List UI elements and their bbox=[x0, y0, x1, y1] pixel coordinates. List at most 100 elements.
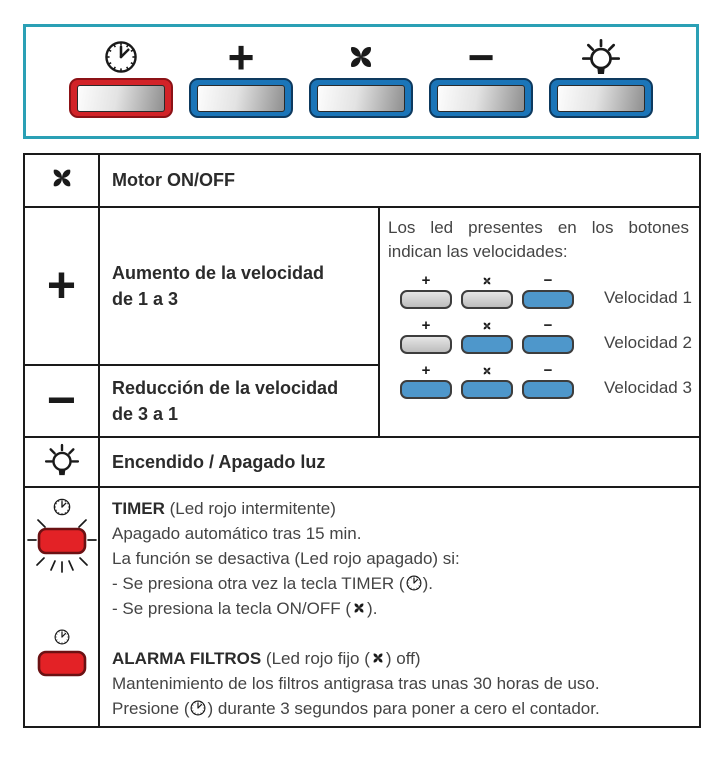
plus-icon: + bbox=[46, 256, 77, 313]
timer-title-line: TIMER (Led rojo intermitente) bbox=[112, 496, 689, 521]
decrease-label-line2: de 3 a 1 bbox=[112, 404, 179, 424]
light-bulb-icon bbox=[45, 443, 79, 477]
bullet-timer-pre: - Se presiona otra vez la tecla TIMER ( bbox=[112, 574, 405, 593]
motor-label-cell: Motor ON/OFF bbox=[97, 153, 702, 208]
timer-deactivate-line: La función se desactiva (Led rojo apagad… bbox=[112, 549, 460, 568]
timer-clock-icon bbox=[405, 574, 423, 592]
table-row-light: Encendido / Apagado luz bbox=[23, 436, 702, 488]
speed-up-button bbox=[189, 78, 293, 118]
motor-button-face bbox=[317, 85, 405, 112]
alarm-press-post: ) durante 3 segundos para poner a cero e… bbox=[207, 699, 600, 718]
velocity-row-1: + − Velocidad 1 bbox=[400, 272, 692, 309]
velocity-label: Velocidad 3 bbox=[604, 378, 692, 397]
led-button-minus bbox=[522, 335, 574, 354]
led-button-fan bbox=[461, 290, 513, 309]
timer-alarm-text-cell: TIMER (Led rojo intermitente) Apagado au… bbox=[97, 486, 702, 728]
speed-up-button-face bbox=[197, 85, 285, 112]
motor-on-off-button bbox=[309, 78, 413, 118]
timer-clock-icon bbox=[189, 699, 207, 717]
motor-icon-cell bbox=[23, 153, 100, 208]
decrease-label-cell: Reducción de la velocidad de 3 a 1 bbox=[98, 364, 380, 438]
timer-led-blinking-icon bbox=[26, 498, 97, 573]
increase-label: Aumento de la velocidad de 1 a 3 bbox=[112, 260, 368, 312]
timer-bullet-onoff-line: - Se presiona la tecla ON/OFF (). bbox=[112, 596, 689, 621]
increase-label-line1: Aumento de la velocidad bbox=[112, 263, 325, 283]
fan-icon bbox=[481, 275, 493, 287]
alarm-title-pre: (Led rojo fijo ( bbox=[261, 649, 370, 668]
decrease-icon-cell: − bbox=[23, 364, 100, 438]
fan-icon bbox=[351, 600, 367, 616]
plus-icon: + bbox=[227, 31, 255, 83]
velocity-row-2: + − Velocidad 2 bbox=[400, 317, 692, 354]
bullet-onoff-pre: - Se presiona la tecla ON/OFF ( bbox=[112, 599, 352, 618]
velocity-row-3: + − Velocidad 3 bbox=[400, 362, 692, 399]
alarm-title-line: ALARMA FILTROS (Led rojo fijo ( ) off) bbox=[112, 646, 689, 671]
plus-symbol: + bbox=[421, 317, 431, 334]
increase-label-cell: Aumento de la velocidad de 1 a 3 bbox=[98, 206, 380, 366]
led-button-minus bbox=[522, 380, 574, 399]
increase-label-line2: de 1 a 3 bbox=[112, 289, 179, 309]
minus-icon: − bbox=[467, 31, 495, 83]
velocity-label: Velocidad 2 bbox=[604, 333, 692, 352]
fan-icon bbox=[47, 163, 77, 193]
decrease-label: Reducción de la velocidad de 3 a 1 bbox=[112, 375, 368, 427]
speed-down-button-group: − bbox=[429, 31, 533, 118]
light-button bbox=[549, 78, 653, 118]
light-button-face bbox=[557, 85, 645, 112]
motor-button-group bbox=[309, 36, 413, 118]
plus-symbol: + bbox=[421, 362, 431, 379]
alarm-press-line: Presione ( ) durante 3 segundos para pone… bbox=[112, 696, 689, 721]
light-button-group bbox=[549, 36, 653, 118]
fan-icon bbox=[370, 650, 386, 666]
blank-line bbox=[112, 621, 689, 646]
timer-title: TIMER bbox=[112, 499, 165, 518]
led-button-plus bbox=[400, 335, 452, 354]
led-button-fan bbox=[461, 335, 513, 354]
control-panel: + − bbox=[23, 24, 699, 139]
minus-symbol: − bbox=[543, 317, 553, 334]
table-row-timer-alarm: TIMER (Led rojo intermitente) Apagado au… bbox=[23, 486, 702, 728]
decrease-label-line1: Reducción de la velocidad bbox=[112, 378, 339, 398]
velocity-label: Velocidad 1 bbox=[604, 288, 692, 307]
functions-table: Motor ON/OFF + Aumento de la velocidad de… bbox=[23, 153, 702, 728]
speed-up-button-group: + bbox=[189, 31, 293, 118]
alarm-title-post: ) off) bbox=[385, 649, 421, 668]
minus-symbol: − bbox=[543, 362, 553, 379]
motor-label: Motor ON/OFF bbox=[112, 170, 235, 190]
speed-down-button-face bbox=[437, 85, 525, 112]
timer-title-rest: (Led rojo intermitente) bbox=[164, 499, 336, 518]
minus-symbol: − bbox=[543, 272, 553, 289]
led-intro-text: Los led presentes en los botones indican… bbox=[388, 218, 690, 261]
timer-button-group bbox=[69, 36, 173, 118]
fan-icon bbox=[343, 39, 379, 75]
led-button-plus bbox=[400, 380, 452, 399]
table-row-decrease: − Reducción de la velocidad de 3 a 1 bbox=[23, 364, 700, 438]
alarm-press-pre: Presione ( bbox=[112, 699, 190, 718]
filter-alarm-led-icon bbox=[37, 629, 86, 677]
timer-led-cell bbox=[23, 486, 100, 728]
table-row-motor: Motor ON/OFF bbox=[23, 153, 702, 208]
light-icon-cell bbox=[23, 436, 100, 488]
manual-page: + − Motor ON/OFF + bbox=[23, 24, 702, 728]
table-row-increase: + Aumento de la velocidad de 1 a 3 Los le… bbox=[23, 206, 702, 438]
timer-auto-off-line: Apagado automático tras 15 min. bbox=[112, 524, 362, 543]
increase-icon-cell: + bbox=[23, 206, 100, 366]
timer-clock-icon bbox=[102, 38, 140, 76]
led-button-plus bbox=[400, 290, 452, 309]
bullet-onoff-post: ). bbox=[367, 599, 378, 618]
light-label-cell: Encendido / Apagado luz bbox=[97, 436, 702, 488]
led-speed-info-cell: Los led presentes en los botones indican… bbox=[377, 206, 702, 438]
timer-button bbox=[69, 78, 173, 118]
led-button-minus bbox=[522, 290, 574, 309]
alarm-title: ALARMA FILTROS bbox=[112, 649, 262, 668]
light-label: Encendido / Apagado luz bbox=[112, 451, 326, 472]
fan-icon bbox=[481, 320, 493, 332]
plus-symbol: + bbox=[421, 272, 431, 289]
timer-button-face bbox=[77, 85, 165, 112]
bullet-timer-post: ). bbox=[422, 574, 433, 593]
fan-icon bbox=[481, 365, 493, 377]
timer-bullet-timer-line: - Se presiona otra vez la tecla TIMER ()… bbox=[112, 571, 689, 596]
light-bulb-icon bbox=[582, 38, 620, 76]
alarm-maintenance-line: Mantenimiento de los filtros antigrasa t… bbox=[112, 674, 600, 693]
speed-down-button bbox=[429, 78, 533, 118]
